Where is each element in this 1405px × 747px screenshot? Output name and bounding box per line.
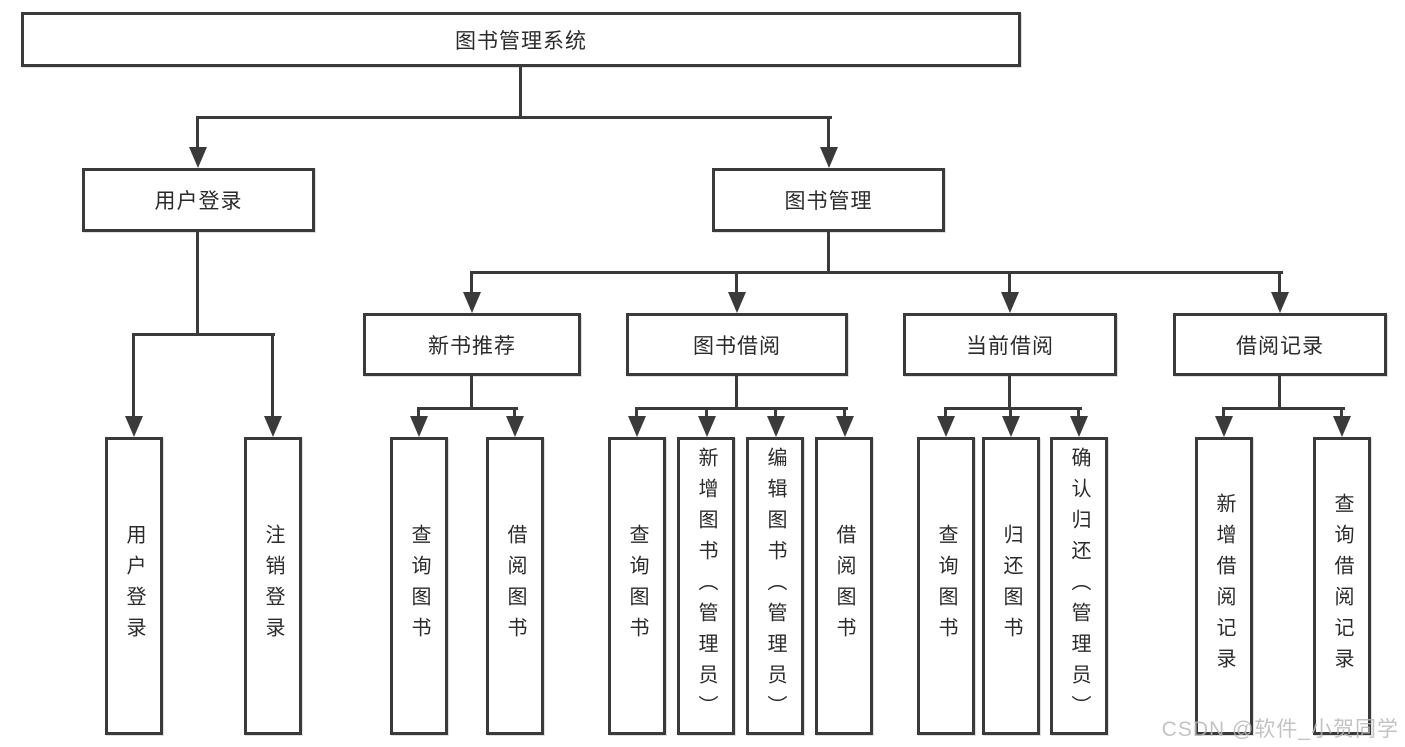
node-label: 借阅记录 <box>1236 334 1324 358</box>
arrow-down-icon <box>1215 416 1233 437</box>
node-book-management: 图书管理 <box>712 168 945 232</box>
node-new-book-recommend: 新书推荐 <box>363 313 581 376</box>
node-label: 图书管理 <box>784 190 873 213</box>
leaf-label: 注销登录 <box>262 524 284 648</box>
arrow-down-icon <box>937 416 955 437</box>
connector-line <box>470 376 473 410</box>
connector-line <box>635 407 848 410</box>
leaf-label: 确认归还（管理员） <box>1068 446 1090 726</box>
connector-line <box>196 116 832 119</box>
connector-line <box>271 333 274 431</box>
leaf-borrow-borrow-books: 借阅图书 <box>815 437 873 735</box>
node-label: 当前借阅 <box>966 334 1054 358</box>
arrow-down-icon <box>628 416 646 437</box>
leaf-borrow-edit-books-admin: 编辑图书（管理员） <box>746 437 804 735</box>
leaf-borrow-query-books: 查询图书 <box>608 437 666 735</box>
arrow-down-icon <box>698 416 716 437</box>
arrow-down-icon <box>189 147 207 168</box>
arrow-down-icon <box>820 147 838 168</box>
leaf-label: 借阅图书 <box>833 524 855 648</box>
leaf-label: 新增图书（管理员） <box>695 446 717 726</box>
connector-line <box>1008 271 1011 309</box>
node-library-management-system: 图书管理系统 <box>21 12 1021 67</box>
connector-line <box>196 116 199 162</box>
connector-line <box>132 333 275 336</box>
leaf-label: 查询借阅记录 <box>1331 493 1353 679</box>
leaf-label: 借阅图书 <box>504 524 526 648</box>
connector-line <box>1278 376 1281 410</box>
node-current-borrow: 当前借阅 <box>903 313 1117 376</box>
leaf-current-return-books: 归还图书 <box>982 437 1040 735</box>
node-label: 图书管理系统 <box>455 29 587 53</box>
connector-line <box>1008 376 1011 410</box>
arrow-down-icon <box>506 416 524 437</box>
arrow-down-icon <box>410 416 428 437</box>
connector-line <box>1278 271 1281 309</box>
arrow-down-icon <box>264 416 282 437</box>
connector-line <box>827 116 830 162</box>
arrow-down-icon <box>1271 292 1289 313</box>
arrow-down-icon <box>728 292 746 313</box>
leaf-logout: 注销登录 <box>244 437 302 735</box>
leaf-label: 用户登录 <box>123 524 145 648</box>
node-book-borrow: 图书借阅 <box>626 313 848 376</box>
arrow-down-icon <box>1002 416 1020 437</box>
node-borrow-records: 借阅记录 <box>1173 313 1387 376</box>
connector-line <box>470 271 1283 274</box>
arrow-down-icon <box>1001 292 1019 313</box>
connector-line <box>827 232 830 273</box>
connector-line <box>735 376 738 410</box>
leaf-label: 新增借阅记录 <box>1213 493 1235 679</box>
leaf-label: 查询图书 <box>626 524 648 648</box>
arrow-down-icon <box>125 416 143 437</box>
leaf-records-add-record: 新增借阅记录 <box>1195 437 1253 735</box>
leaf-label: 查询图书 <box>935 524 957 648</box>
leaf-borrow-add-books-admin: 新增图书（管理员） <box>677 437 735 735</box>
connector-line <box>470 271 473 309</box>
leaf-recommend-query-books: 查询图书 <box>390 437 448 735</box>
arrow-down-icon <box>767 416 785 437</box>
node-user-login: 用户登录 <box>82 168 315 232</box>
arrow-down-icon <box>463 292 481 313</box>
arrow-down-icon <box>836 416 854 437</box>
leaf-label: 编辑图书（管理员） <box>764 446 786 726</box>
connector-line <box>196 232 199 336</box>
connector-line <box>1222 407 1345 410</box>
leaf-label: 归还图书 <box>1000 524 1022 648</box>
leaf-current-confirm-return-admin: 确认归还（管理员） <box>1050 437 1108 735</box>
leaf-label: 查询图书 <box>408 524 430 648</box>
leaf-records-query-record: 查询借阅记录 <box>1313 437 1371 735</box>
leaf-recommend-borrow-books: 借阅图书 <box>486 437 544 735</box>
connector-line <box>519 67 522 118</box>
connector-line <box>735 271 738 309</box>
node-label: 用户登录 <box>154 190 243 213</box>
arrow-down-icon <box>1333 416 1351 437</box>
connector-line <box>417 407 518 410</box>
leaf-current-query-books: 查询图书 <box>917 437 975 735</box>
node-label: 新书推荐 <box>428 334 516 358</box>
connector-line <box>944 407 1082 410</box>
arrow-down-icon <box>1070 416 1088 437</box>
leaf-user-login: 用户登录 <box>105 437 163 735</box>
watermark: CSDN @软件_小贺同学 <box>1161 718 1399 741</box>
connector-line <box>132 333 135 431</box>
node-label: 图书借阅 <box>693 334 781 358</box>
